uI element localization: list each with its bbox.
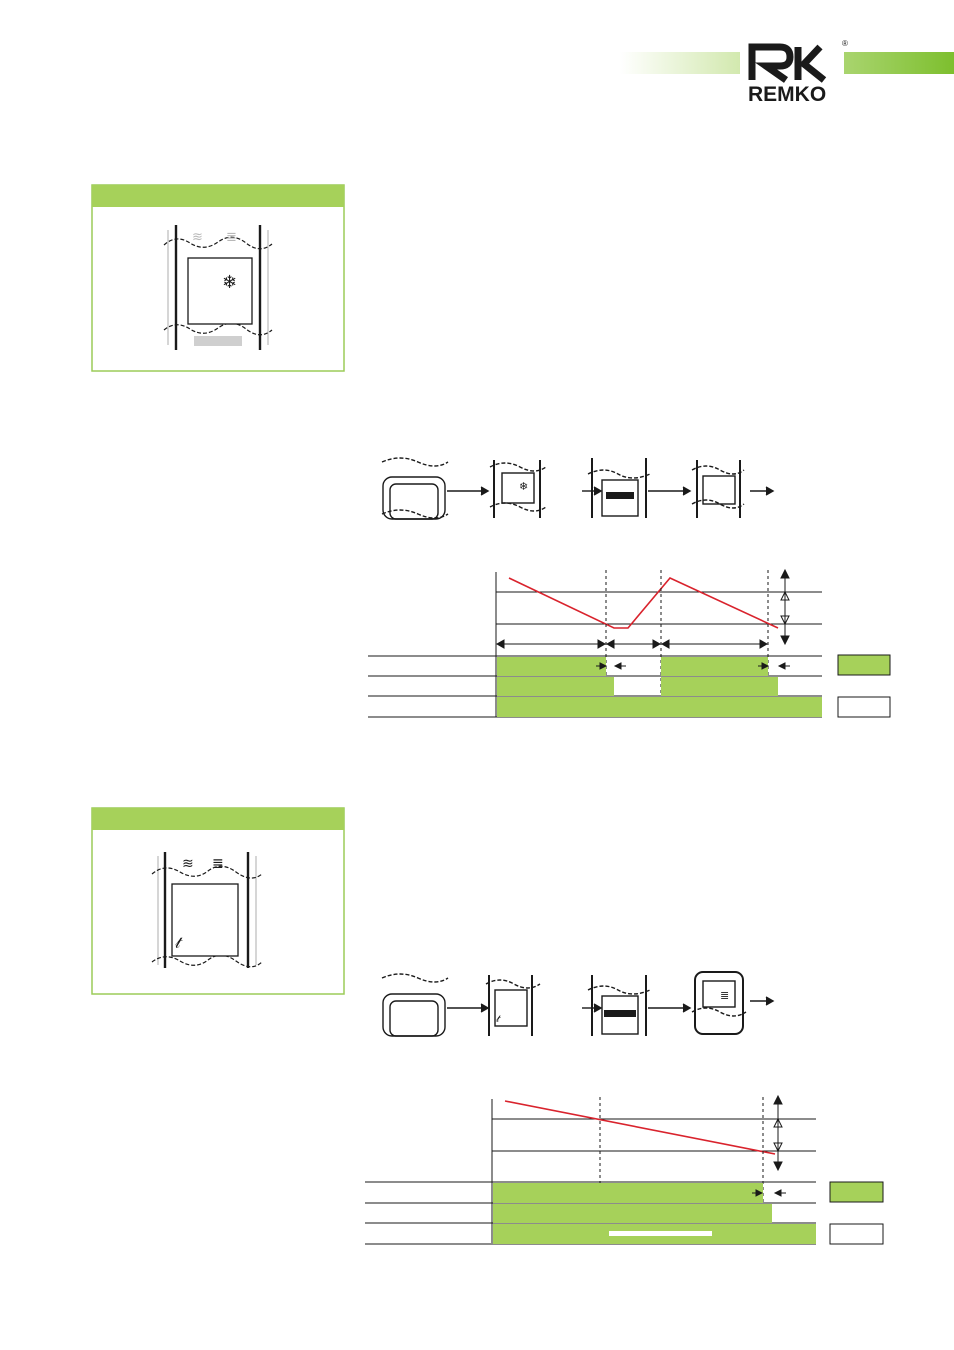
cooling-temperature-curve	[508, 577, 779, 629]
droplet-icon: 𝓉	[175, 933, 183, 952]
cooling-mode-panel: ≋ ≣ ❄	[91, 184, 345, 372]
sequence-step-temp-display	[587, 458, 651, 518]
dry-sequence: 𝓉 ≣	[381, 971, 775, 1037]
fan-row	[497, 677, 778, 696]
swing-icon: ≣	[720, 989, 729, 1002]
legend-on-swatch	[829, 1181, 884, 1203]
hysteresis-arrows	[773, 1094, 783, 1172]
sequence-step-swing-display	[691, 971, 747, 1035]
panel-header-bar	[92, 185, 344, 207]
snowflake-icon: ❄	[222, 272, 237, 293]
low-speed-band	[609, 1231, 712, 1236]
dry-mode-panel: ≋ ≣ 𝓉	[91, 807, 345, 995]
fan-row	[493, 1204, 772, 1223]
registered-mark: ®	[842, 39, 848, 48]
dry-timing-chart	[365, 1094, 884, 1245]
indoor-fan-row	[497, 697, 822, 717]
remote-display-cool: ≋ ≣ ❄	[163, 225, 273, 350]
compressor-row	[497, 657, 768, 676]
sequence-step-mode-display	[489, 460, 547, 518]
swing-icon: ≣	[226, 230, 237, 245]
panel-header-bar	[92, 808, 344, 830]
header-logo: REMKO ®	[620, 36, 954, 108]
legend-off-swatch	[837, 696, 891, 718]
remote-display-dry: ≋ ≣ 𝓉	[151, 852, 263, 968]
snowflake-icon: ❄	[519, 480, 528, 493]
compressor-row	[493, 1183, 763, 1203]
sequence-step-button	[381, 457, 449, 520]
sequence-step-fan-display	[691, 460, 745, 518]
delay-arrows	[752, 1189, 786, 1197]
legend-off-swatch	[829, 1223, 884, 1245]
hysteresis-arrows	[780, 568, 790, 646]
sequence-step-mode-display	[485, 975, 541, 1036]
legend-on-swatch	[837, 654, 891, 676]
cooling-sequence: ❄	[381, 457, 775, 520]
interval-arrows	[495, 639, 769, 649]
brand-name: REMKO	[748, 83, 826, 106]
sequence-step-temp-display	[587, 975, 651, 1036]
display-label-bar	[194, 336, 242, 346]
remko-logo-mark	[748, 43, 827, 83]
droplet-icon: 𝓉	[496, 1014, 501, 1025]
dry-temperature-curve	[504, 1100, 776, 1155]
sequence-step-button	[381, 973, 449, 1037]
fan-icon: ≋	[192, 230, 203, 245]
fan-icon: ≋	[182, 856, 194, 872]
cooling-timing-chart	[368, 568, 891, 718]
delay-arrows	[596, 662, 790, 670]
swing-icon: ≣	[212, 856, 224, 872]
